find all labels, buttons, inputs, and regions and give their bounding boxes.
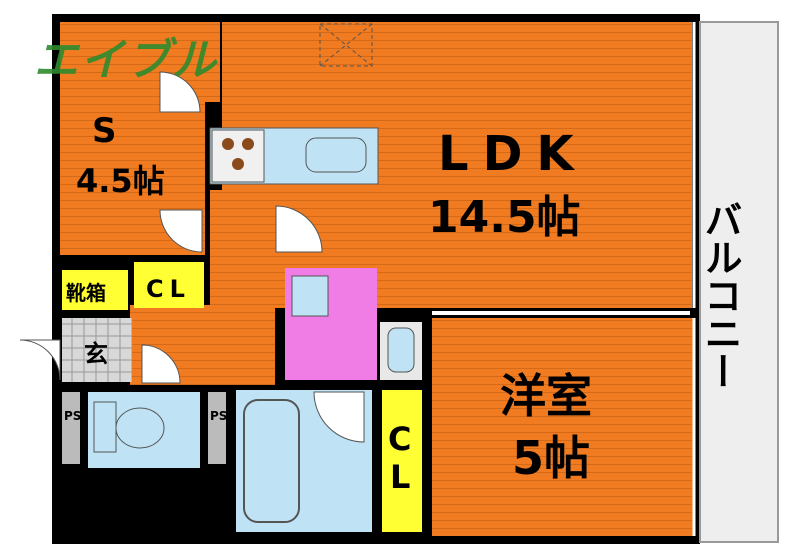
closet-lower-label-l: L: [390, 458, 410, 496]
vent-icon: [319, 23, 373, 67]
kitchen-sink-icon: [305, 137, 367, 173]
western-room: [432, 318, 694, 536]
stove-burner-icon: [242, 138, 254, 150]
s-room-upper: [60, 22, 220, 102]
western-room-size: 5帖: [512, 431, 590, 485]
closet-upper-label: CL: [146, 275, 191, 303]
washbasin-icon: [387, 327, 415, 373]
s-room-size: 4.5帖: [76, 162, 165, 200]
able-logo: エイブル: [34, 35, 218, 86]
stove-burner-icon: [222, 138, 234, 150]
stove-burner-icon: [232, 158, 244, 170]
door-swing-ldk: [275, 205, 323, 253]
door-swing-toilet: [141, 344, 181, 384]
door-swing-hall: [159, 209, 203, 253]
stove-area: [211, 129, 265, 183]
ps-label-left: PS: [64, 409, 81, 423]
washing-machine-icon: [291, 275, 329, 317]
ps-shaft-left: [62, 392, 80, 464]
ps-shaft-right: [208, 392, 226, 464]
shoe-closet-label: 靴箱: [66, 281, 106, 305]
balcony-area: [699, 21, 779, 543]
ps-label-right: PS: [210, 409, 227, 423]
western-room-name: 洋室: [500, 369, 592, 423]
closet-upper: [134, 262, 204, 308]
s-room-name: S: [92, 111, 117, 151]
ldk-room-name: LDK: [438, 126, 588, 182]
toilet-tank-icon: [93, 401, 117, 453]
entrance-label: 玄: [84, 340, 108, 368]
bathtub-icon: [243, 399, 300, 523]
door-swing-s: [159, 71, 201, 113]
ldk-room-size: 14.5帖: [428, 192, 581, 243]
door-swing-entrance: [19, 339, 61, 381]
closet-lower: [382, 390, 422, 532]
toilet-bowl-icon: [115, 407, 165, 449]
shoe-closet: [62, 270, 128, 310]
closet-lower-label-c: C: [388, 420, 411, 458]
door-swing-bath: [313, 391, 365, 443]
entrance-floor: [62, 318, 132, 382]
balcony-label: バルコニー: [698, 200, 742, 390]
